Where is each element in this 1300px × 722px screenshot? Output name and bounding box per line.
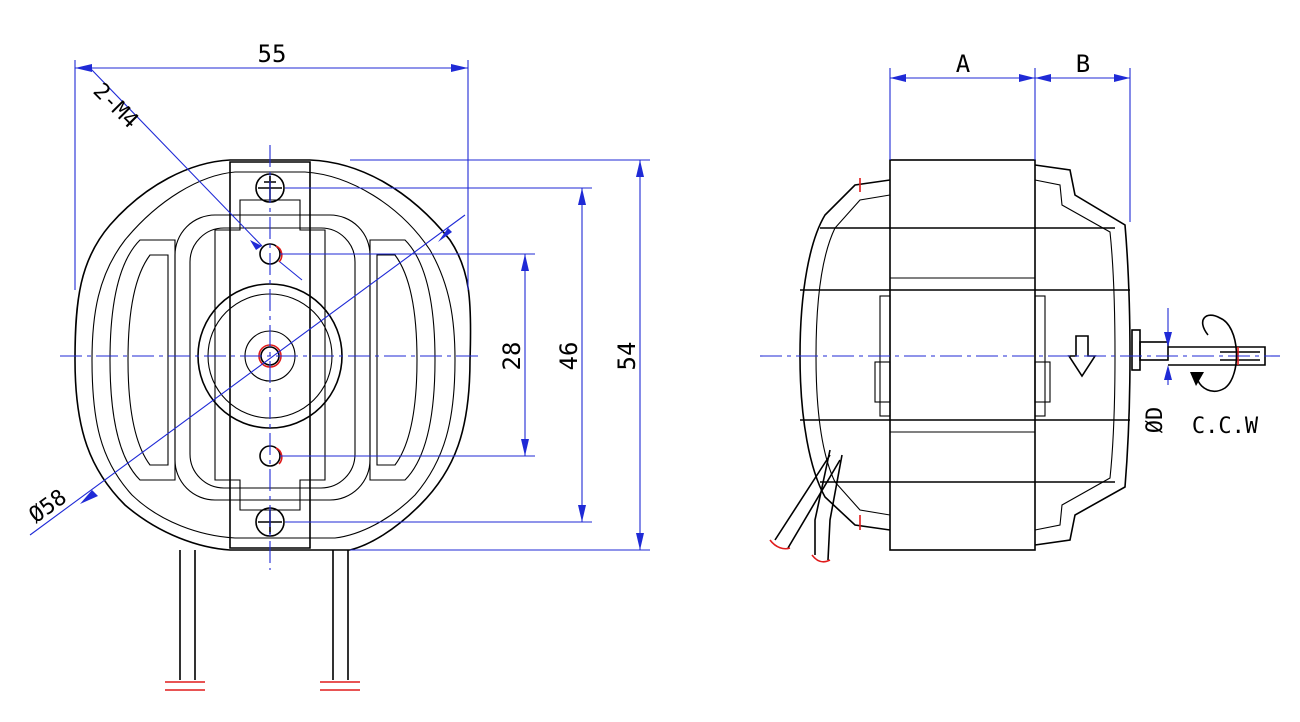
shaft-collar bbox=[1131, 329, 1141, 371]
front-housing-outline bbox=[74, 159, 472, 551]
side-lead-wire-1 bbox=[774, 454, 841, 549]
rotor-frame-inner bbox=[189, 227, 356, 489]
dimension-b-label: B bbox=[1076, 50, 1090, 78]
rotation-label: C.C.W bbox=[1192, 414, 1259, 439]
stator-stack bbox=[889, 159, 1036, 551]
front-housing-inner-outline bbox=[91, 171, 456, 539]
airflow-arrow-icon bbox=[1067, 335, 1097, 378]
shaft bbox=[1168, 346, 1266, 366]
lead-wire-left bbox=[179, 550, 196, 680]
stator-core bbox=[800, 227, 1130, 483]
left-stator-pole bbox=[109, 239, 176, 481]
dimension-a-label: A bbox=[956, 50, 971, 78]
height-28-label: 28 bbox=[498, 342, 526, 371]
lead-wire-right bbox=[332, 550, 349, 680]
diameter-leader bbox=[29, 214, 466, 536]
bearing-bracket bbox=[229, 161, 311, 549]
height-54-label: 54 bbox=[613, 342, 641, 371]
shaft-diameter-label: ØD bbox=[1143, 407, 1168, 434]
width-label: 55 bbox=[258, 40, 287, 68]
left-stator-pole-inner bbox=[127, 254, 169, 466]
hole-callout-label: 2-M4 bbox=[88, 79, 143, 134]
right-stator-pole-inner bbox=[376, 254, 418, 466]
rotation-arrow-icon bbox=[1190, 314, 1238, 393]
diameter-label: Ø58 bbox=[25, 485, 72, 529]
hole-callout-leader bbox=[89, 67, 263, 247]
height-46-label: 46 bbox=[555, 342, 583, 371]
side-lead-wire-2 bbox=[814, 449, 843, 561]
bearing-bracket-inner bbox=[214, 199, 326, 511]
right-end-bell bbox=[1034, 164, 1131, 546]
side-view: A B ØD C.C.W bbox=[760, 50, 1280, 563]
rotor-frame bbox=[174, 214, 371, 501]
front-view: 55 2-M4 Ø58 28 46 54 bbox=[25, 40, 650, 691]
left-end-bell bbox=[799, 179, 891, 531]
right-stator-pole bbox=[369, 239, 436, 481]
